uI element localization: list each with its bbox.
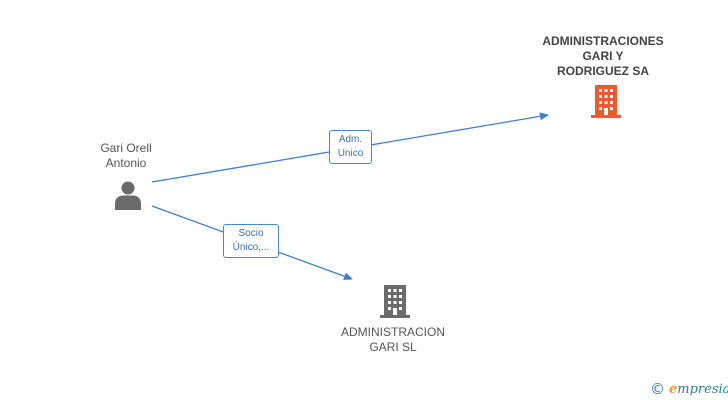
footer-brand: © empresia <box>650 379 728 399</box>
edge-label-adm-unico[interactable]: Adm. Unico <box>329 130 372 164</box>
copyright-symbol: © <box>650 380 665 398</box>
company-main-label: ADMINISTRACIONES GARI Y RODRIGUEZ SA <box>542 34 664 78</box>
person-icon[interactable] <box>113 180 143 210</box>
building-icon[interactable] <box>379 284 411 318</box>
brand-logo[interactable]: empresia <box>669 381 728 397</box>
company-secondary-label: ADMINISTRACION GARI SL <box>340 325 445 354</box>
person-name-label: Gari Orell Antonio <box>100 141 152 170</box>
building-icon[interactable] <box>590 84 622 118</box>
edge-label-socio-unico[interactable]: Socio Único,... <box>223 224 279 258</box>
